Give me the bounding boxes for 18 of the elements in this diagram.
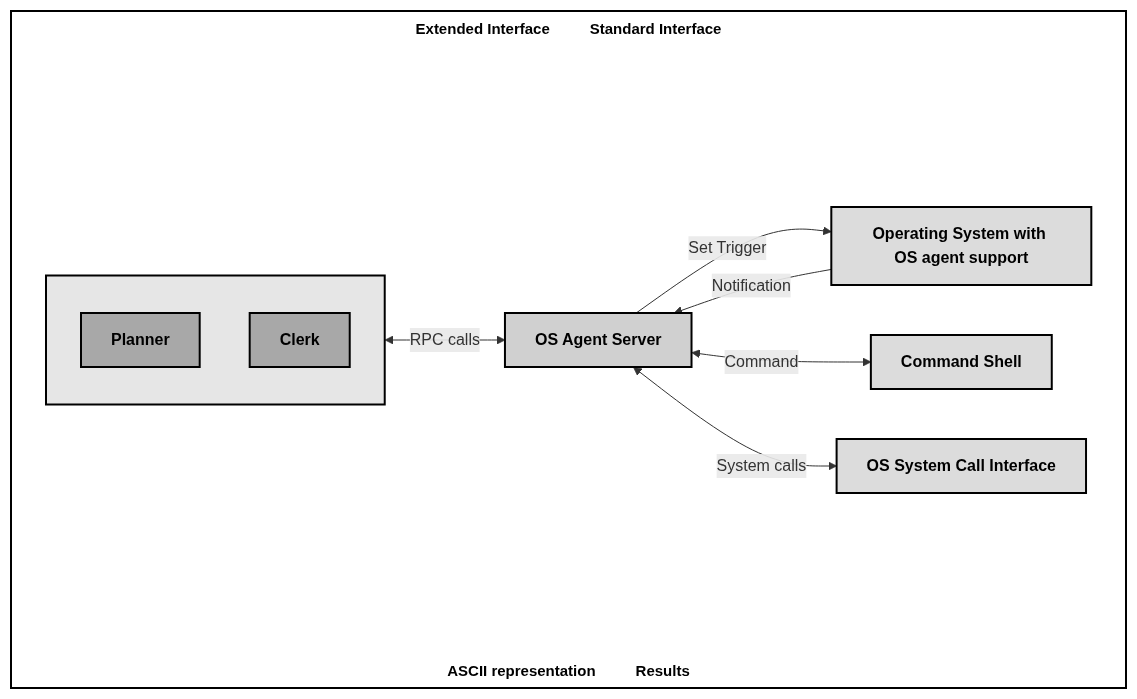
arrow — [673, 268, 832, 314]
node-box: OS System Call Interface — [835, 437, 1087, 494]
edge-label: Set Trigger — [688, 238, 767, 256]
flow-label: Results — [635, 662, 690, 679]
edge-label: Notification — [711, 276, 791, 294]
node-box: OS Agent Server — [503, 311, 693, 368]
edge-label: System calls — [716, 456, 807, 474]
edge-label: Command — [724, 352, 799, 370]
node-box: Planner — [79, 311, 201, 368]
section-heading: Standard Interface — [589, 20, 722, 37]
node-box: Command Shell — [869, 333, 1053, 390]
node-box: Operating System with OS agent support — [830, 205, 1093, 286]
arrow — [635, 225, 832, 313]
section-heading: Extended Interface — [415, 20, 550, 37]
flow-label: ASCII representation — [447, 662, 596, 679]
node-box: Clerk — [248, 311, 351, 368]
cluster — [44, 274, 386, 405]
edge-label: RPC calls — [409, 330, 480, 348]
